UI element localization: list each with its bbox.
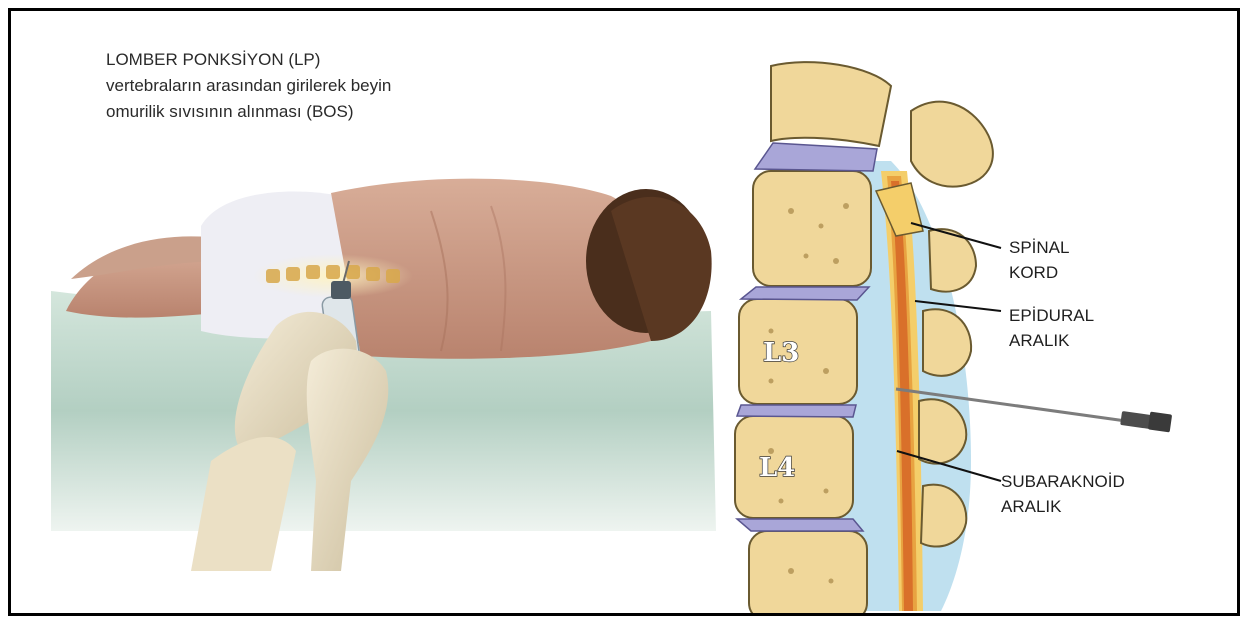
label-epidural-line-2: ARALIK — [1009, 328, 1094, 353]
spine-cross-section: L3 L4 — [735, 62, 1172, 616]
label-spinal-kord: SPİNAL KORD — [1009, 235, 1069, 285]
patient-scene — [51, 179, 716, 571]
caption-line-2: vertebraların arasından girilerek beyin — [106, 73, 391, 99]
figure-frame: L3 L4 LOMBER PONKSİYON (LP) vertebraları… — [8, 8, 1240, 616]
label-subaraknoid-aralik: SUBARAKNOİD ARALIK — [1001, 469, 1125, 519]
vertebra-label-l3: L3 — [763, 338, 799, 368]
vertebra-label-l4: L4 — [759, 453, 795, 483]
label-spinal-kord-line-2: KORD — [1009, 260, 1069, 285]
caption-line-3: omurilik sıvısının alınması (BOS) — [106, 99, 391, 125]
label-spinal-kord-line-1: SPİNAL — [1009, 235, 1069, 260]
label-epidural-aralik: EPİDURAL ARALIK — [1009, 303, 1094, 353]
facet-joint — [911, 102, 993, 187]
label-epidural-line-1: EPİDURAL — [1009, 303, 1094, 328]
label-subaraknoid-line-1: SUBARAKNOİD — [1001, 469, 1125, 494]
label-subaraknoid-line-2: ARALIK — [1001, 494, 1125, 519]
caption-title: LOMBER PONKSİYON (LP) — [106, 47, 391, 73]
caption: LOMBER PONKSİYON (LP) vertebraların aras… — [106, 47, 391, 125]
